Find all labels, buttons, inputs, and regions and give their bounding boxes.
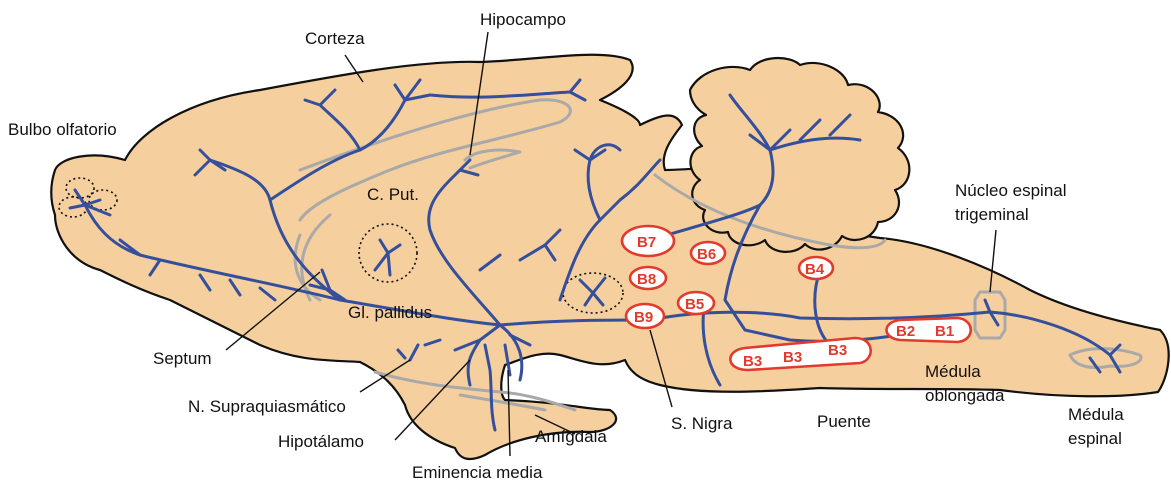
label-b6: B6 — [697, 246, 716, 263]
label-b5: B5 — [685, 296, 704, 313]
label-hipotalamo: Hipotálamo — [278, 432, 364, 451]
label-b3c: B3 — [828, 342, 847, 359]
label-medula-espinal-line2: espinal — [1068, 429, 1122, 448]
label-corteza: Corteza — [305, 29, 365, 48]
label-hipocampo: Hipocampo — [480, 10, 566, 29]
label-septum: Septum — [153, 349, 212, 368]
label-gl-pallidus: Gl. pallidus — [348, 303, 432, 322]
label-c-put: C. Put. — [367, 185, 419, 204]
label-b2: B2 — [896, 323, 915, 340]
cerebellum — [690, 58, 909, 252]
label-b3a: B3 — [743, 353, 762, 370]
label-medula-oblongada-line1: Médula — [925, 362, 981, 381]
label-n-supraquiasmatico: N. Supraquiasmático — [188, 397, 346, 416]
label-nucleo-espinal-line1: Núcleo espinal — [955, 181, 1067, 200]
label-b8: B8 — [637, 271, 656, 288]
label-b7: B7 — [637, 234, 656, 251]
label-amigdala: Amígdala — [535, 427, 607, 446]
label-nucleo-espinal-line2: trigeminal — [955, 205, 1029, 224]
label-puente: Puente — [817, 412, 871, 431]
label-b4: B4 — [805, 261, 825, 278]
label-eminencia-media: Eminencia media — [412, 463, 543, 482]
label-s-nigra: S. Nigra — [671, 414, 733, 433]
label-b3b: B3 — [783, 349, 802, 366]
label-medula-oblongada-line2: oblongada — [925, 386, 1005, 405]
label-medula-espinal-line1: Médula — [1068, 405, 1124, 424]
label-b9: B9 — [634, 309, 653, 326]
label-bulbo-olfatorio: Bulbo olfatorio — [8, 120, 117, 139]
label-b1: B1 — [935, 323, 954, 340]
